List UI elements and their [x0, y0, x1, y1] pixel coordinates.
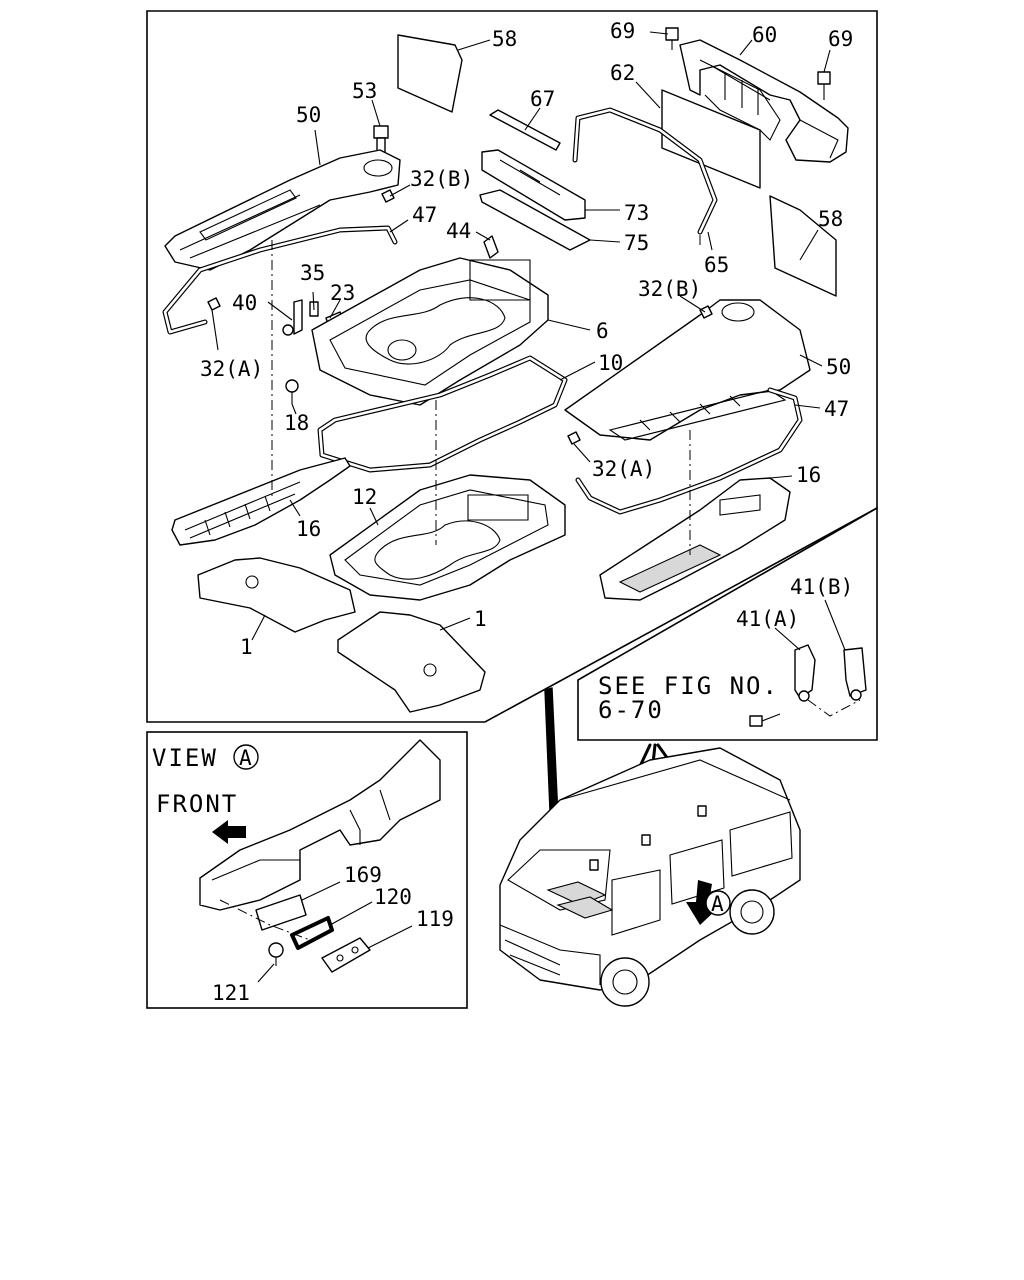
part-32b-clip-left — [381, 189, 395, 203]
label-47-left: 47 — [412, 203, 437, 227]
label-16-right: 16 — [796, 463, 821, 487]
part-40-bracket — [282, 299, 303, 336]
label-18: 18 — [284, 411, 309, 435]
view-marker-circle — [233, 744, 259, 770]
van-marker-circle — [705, 890, 731, 916]
part-32a-clip-right — [567, 431, 581, 445]
see-fig-line1: SEE FIG NO. — [598, 672, 779, 700]
label-12: 12 — [352, 485, 377, 509]
see-fig-line2: 6-70 — [598, 696, 664, 724]
part-41a-bracket — [794, 644, 816, 702]
label-10: 10 — [598, 351, 623, 375]
view-align-line — [219, 899, 311, 941]
label-41b: 41(B) — [790, 575, 853, 599]
label-1-left: 1 — [240, 635, 253, 659]
label-16-left: 16 — [296, 517, 321, 541]
part-169-bracket — [255, 894, 307, 931]
part-121-screw — [268, 942, 284, 966]
label-44: 44 — [446, 219, 471, 243]
label-35: 35 — [300, 261, 325, 285]
part-41b-bracket — [843, 647, 867, 701]
arrow-left-icon — [212, 820, 246, 844]
leader-119 — [367, 925, 413, 949]
leader-lines — [211, 31, 846, 651]
label-73: 73 — [624, 201, 649, 225]
part-50-seat-frame-right — [564, 299, 811, 441]
view-floor-structure — [199, 739, 441, 911]
part-120-gasket — [290, 916, 334, 950]
part-60-rear-frame — [679, 39, 849, 163]
view-a-frame — [146, 731, 468, 1009]
label-58-right: 58 — [818, 207, 843, 231]
label-32b-right: 32(B) — [638, 277, 701, 301]
van-illustration — [499, 747, 801, 1007]
see-fig-bolt — [749, 713, 781, 727]
part-58-cover-right — [769, 195, 837, 297]
part-58-cover-left — [397, 34, 463, 113]
part-6-seat-pan — [311, 257, 549, 406]
label-53: 53 — [352, 79, 377, 103]
label-1-right: 1 — [474, 607, 487, 631]
arrow-down-left-icon — [686, 880, 716, 925]
part-1-mat-left — [197, 557, 356, 633]
part-32a-clip-left — [207, 297, 221, 311]
part-69-bolt-right — [817, 71, 831, 100]
van-marker-a: A — [711, 892, 724, 916]
part-16-trim-right — [599, 477, 791, 601]
see-fig-frame — [577, 506, 878, 741]
label-62: 62 — [610, 61, 635, 85]
label-65: 65 — [704, 253, 729, 277]
label-23: 23 — [330, 281, 355, 305]
label-60: 60 — [752, 23, 777, 47]
part-119-plate — [321, 937, 371, 973]
view-title: VIEW — [152, 744, 218, 772]
label-50-left: 50 — [296, 103, 321, 127]
label-32b-left: 32(B) — [410, 167, 473, 191]
label-120: 120 — [374, 885, 412, 909]
part-32b-clip-right — [699, 305, 713, 319]
part-73-bracket — [481, 149, 586, 221]
label-69-left: 69 — [610, 19, 635, 43]
label-6: 6 — [596, 319, 609, 343]
label-32a-left: 32(A) — [200, 357, 263, 381]
label-119: 119 — [416, 907, 454, 931]
leader-121 — [257, 963, 275, 983]
leader-169 — [301, 881, 341, 901]
view-marker: A — [239, 746, 252, 770]
part-50-seat-frame-left — [164, 149, 401, 271]
label-69-right: 69 — [828, 27, 853, 51]
leader-120 — [329, 901, 373, 926]
label-121: 121 — [212, 981, 250, 1005]
part-1-mat-right — [337, 611, 486, 713]
part-75-plate — [479, 189, 591, 251]
label-47-right: 47 — [824, 397, 849, 421]
label-41a: 41(A) — [736, 607, 799, 631]
front-label: FRONT — [156, 790, 238, 818]
part-12-lower-pan — [329, 474, 566, 601]
part-18-bolt — [285, 379, 299, 404]
label-75: 75 — [624, 231, 649, 255]
label-169: 169 — [344, 863, 382, 887]
label-40: 40 — [232, 291, 257, 315]
part-16-trim-left — [171, 457, 351, 546]
label-67: 67 — [530, 87, 555, 111]
part-69-bolt-left — [665, 27, 679, 50]
main-frame — [146, 10, 878, 723]
label-50-right: 50 — [826, 355, 851, 379]
part-62-panel — [661, 89, 761, 189]
label-58-left: 58 — [492, 27, 517, 51]
label-32a-right: 32(A) — [592, 457, 655, 481]
part-44-clip — [483, 235, 499, 259]
align-line-5 — [807, 699, 861, 717]
